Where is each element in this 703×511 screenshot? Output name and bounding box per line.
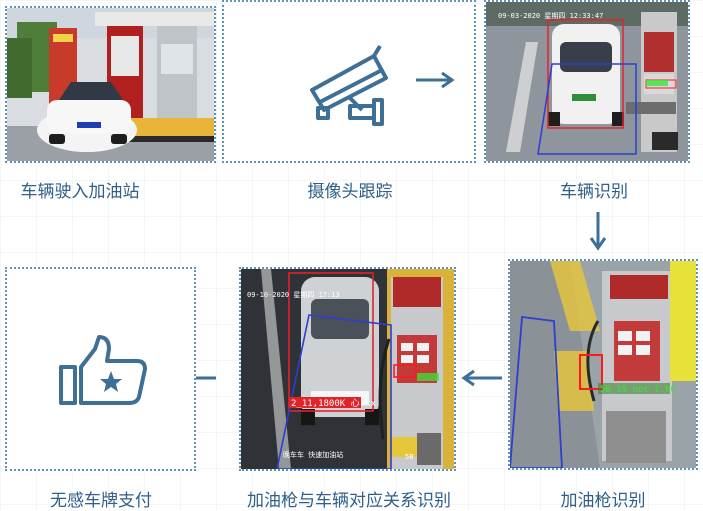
panel-gun-vehicle-matching: 2_11,1800K 心.xx 09-10-2020 星期四 17:13 晚车车… [239,267,456,471]
match-pump-number: 5B [405,453,413,461]
panel-car-entering-station [5,6,216,163]
gun-detection-label: 5B_18 not 1.00 [600,385,676,395]
step-label-car-entering: 车辆驶入加油站 [20,182,140,202]
panel-gun-recognition: 5B_18 not 1.00 [508,259,698,470]
panel-contactless-payment [5,267,196,471]
panel-vehicle-recognition: 09-03-2020 星期四 12:33:47 [484,0,690,163]
arrow-right-icon [416,71,455,89]
step-label-gun-vehicle-matching: 加油枪与车辆对应关系识别 [247,491,451,511]
thumbs-up-star-icon [59,335,147,405]
match-plate-label: 2_11,1800K 心.xx [291,398,376,409]
station-photo [7,8,214,161]
step-label-contactless-payment: 无感车牌支付 [50,491,152,511]
step-label-gun-recognition: 加油枪识别 [560,491,646,511]
match-lane-text: 晚车车 快速加油站 [283,450,343,459]
arrow-left-icon [461,369,502,387]
arrow-down-icon [589,212,607,251]
match-timestamp: 09-10-2020 星期四 17:13 [247,291,340,299]
cctv-camera-icon [310,44,388,126]
step-label-camera-tracking: 摄像头跟踪 [307,182,393,202]
step-label-vehicle-recognition: 车辆识别 [560,182,628,202]
vehicle-timestamp: 09-03-2020 星期四 12:33:47 [498,12,603,20]
